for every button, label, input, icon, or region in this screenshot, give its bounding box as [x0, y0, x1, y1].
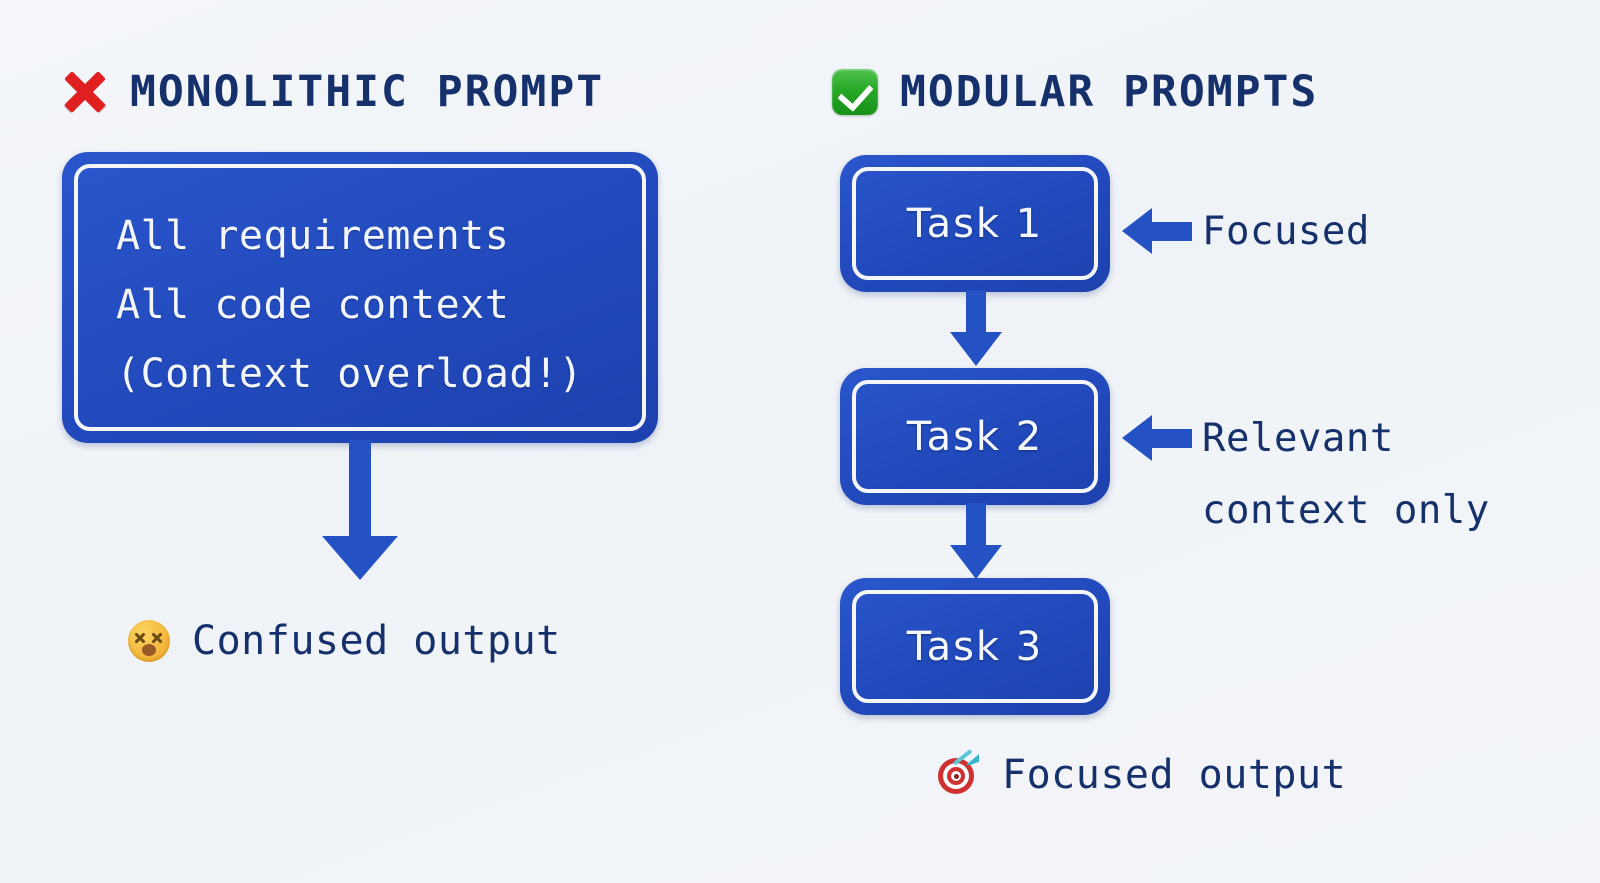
focused-output-text: Focused output: [1002, 752, 1347, 798]
monolithic-box-lines: All requirements All code context (Conte…: [116, 202, 618, 409]
task-box-2-label: Task 2: [906, 413, 1044, 460]
callout-focused: Focused: [1202, 196, 1370, 268]
arrow-tail: [1152, 428, 1192, 448]
callout-focused-line-1: Focused: [1202, 209, 1370, 254]
confused-output-label: Confused output: [128, 618, 561, 664]
cross-mark-icon: [62, 69, 108, 115]
arrow-head: [322, 536, 398, 580]
dart-fletching: [966, 754, 979, 765]
monolithic-heading: MONOLITHIC PROMPT: [62, 67, 604, 117]
task-box-1-label: Task 1: [906, 200, 1044, 247]
arrow-left-icon-relevant: [1122, 415, 1192, 461]
callout-relevant-line-2: context only: [1202, 488, 1490, 533]
task-box-3: Task 3: [840, 578, 1110, 715]
callout-relevant-line-1: Relevant: [1202, 416, 1394, 461]
arrow-down-icon-task2-task3: [950, 503, 1002, 579]
arrow-shaft: [349, 440, 371, 540]
dart-bullseye: [954, 774, 959, 779]
arrow-head: [1122, 415, 1152, 461]
modular-heading: MODULAR PROMPTS: [832, 67, 1318, 117]
arrow-down-icon-task1-task2: [950, 290, 1002, 366]
arrow-head: [950, 545, 1002, 579]
arrow-left-icon-focused: [1122, 208, 1192, 254]
arrow-shaft: [966, 290, 986, 332]
dizzy-mouth: [142, 644, 156, 656]
focused-output-label: Focused output: [938, 748, 1347, 798]
arrow-shaft: [966, 503, 986, 545]
callout-relevant: Relevant context only: [1202, 403, 1490, 547]
modular-heading-text: MODULAR PROMPTS: [900, 67, 1319, 117]
monolithic-line-2: All code context: [116, 282, 510, 328]
check-mark-button-icon: [832, 69, 878, 115]
task-box-2: Task 2: [840, 368, 1110, 505]
arrow-down-icon: [322, 440, 398, 580]
arrow-tail: [1152, 221, 1192, 241]
arrow-head: [1122, 208, 1152, 254]
dizzy-eye-right: [151, 632, 163, 644]
monolithic-heading-text: MONOLITHIC PROMPT: [130, 67, 605, 117]
dizzy-eye-left: [134, 632, 146, 644]
dizzy-face-icon: [128, 620, 170, 662]
monolithic-prompt-box: All requirements All code context (Conte…: [62, 152, 658, 443]
task-box-1: Task 1: [840, 155, 1110, 292]
monolithic-line-3: (Context overload!): [116, 351, 584, 397]
confused-output-text: Confused output: [192, 618, 561, 664]
arrow-head: [950, 332, 1002, 366]
direct-hit-icon: [938, 748, 980, 796]
monolithic-line-1: All requirements: [116, 213, 510, 259]
task-box-3-label: Task 3: [906, 623, 1044, 670]
